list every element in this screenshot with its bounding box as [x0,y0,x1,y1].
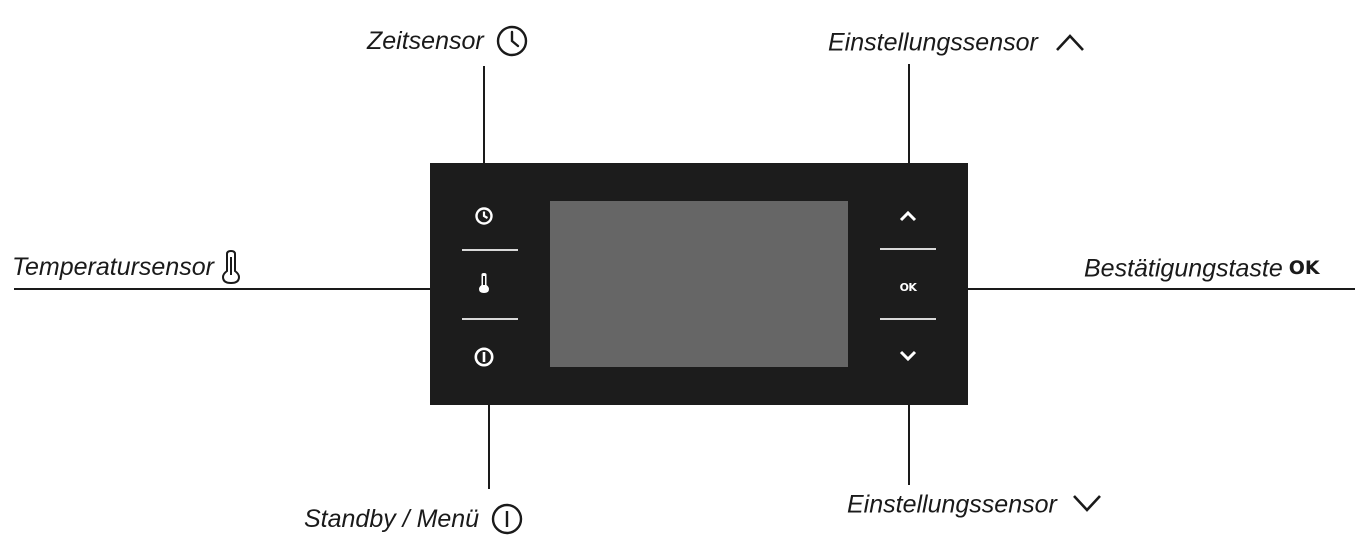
adjust-up-text: Einstellungssensor [828,28,1038,57]
adjust-down-text: Einstellungssensor [847,490,1057,519]
adjust-down-label: Einstellungssensor [847,488,1104,519]
adjust-down-leader [908,405,910,485]
temperature-sensor-label: Temperatursensor [12,249,241,285]
confirm-button[interactable]: OK [890,269,926,305]
clock-icon [496,25,527,57]
right-separator-top [880,248,936,250]
confirm-leader [968,288,1355,290]
standby-menu-text: Standby / Menü [304,505,480,533]
left-separator-bottom [462,318,518,320]
chevron-down-icon [899,350,917,362]
standby-menu-label: Standby / Menü [304,502,524,536]
time-sensor-button[interactable] [466,198,502,234]
chevron-up-icon [1055,34,1084,52]
ok-symbol: OK [1288,257,1320,280]
temperature-sensor-text: Temperatursensor [12,253,214,281]
confirm-text: Bestätigungstaste [1084,254,1283,283]
temperature-sensor-leader [14,288,431,290]
right-separator-bottom [880,318,936,320]
time-sensor-leader [483,66,485,164]
adjust-up-button[interactable] [890,198,926,234]
adjust-up-leader [908,64,910,164]
chevron-up-icon [899,210,917,222]
thermometer-icon [221,249,240,285]
standby-menu-leader [488,405,490,489]
time-sensor-text: Zeitsensor [367,27,484,55]
adjust-down-button[interactable] [890,338,926,374]
chevron-down-icon [1072,495,1101,513]
power-icon [474,347,494,367]
display-screen [550,201,848,367]
time-sensor-label: Zeitsensor [367,24,529,58]
control-panel: OK [430,163,968,405]
clock-icon [475,207,493,225]
ok-button-text: OK [899,280,917,294]
thermometer-icon [479,273,489,293]
standby-menu-button[interactable] [466,339,502,375]
adjust-up-label: Einstellungssensor [828,26,1087,57]
left-separator-top [462,249,518,251]
power-icon [491,503,523,535]
temperature-sensor-button[interactable] [466,265,502,301]
